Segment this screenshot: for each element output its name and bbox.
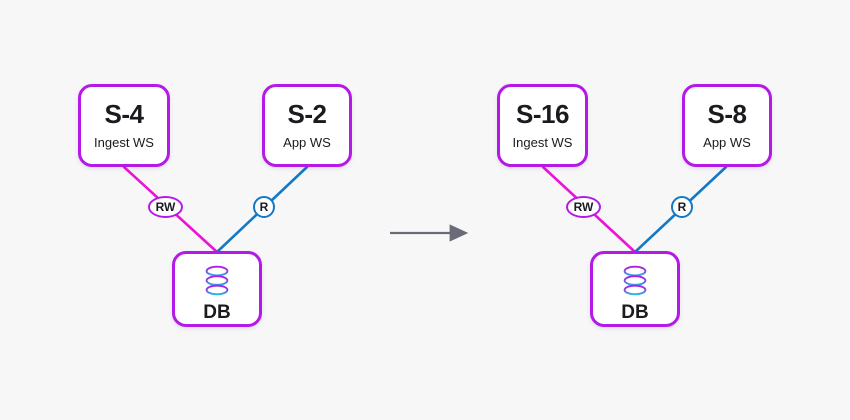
- node-before-db[interactable]: DB: [172, 251, 262, 327]
- node-subtitle: App WS: [283, 135, 331, 151]
- node-title: S-16: [516, 98, 569, 129]
- node-title: S-4: [104, 98, 144, 129]
- node-after-db[interactable]: DB: [590, 251, 680, 327]
- node-subtitle: Ingest WS: [512, 135, 573, 151]
- edge-badge-label: R: [677, 200, 687, 214]
- node-subtitle: App WS: [703, 135, 751, 151]
- edge-badge-label: RW: [155, 200, 176, 214]
- node-label-db: DB: [621, 302, 649, 323]
- database-icon: [623, 265, 647, 296]
- database-icon: [205, 265, 229, 296]
- edge-badge-label: R: [259, 200, 269, 214]
- node-title: S-8: [707, 98, 747, 129]
- edge-badge-before-r[interactable]: R: [253, 196, 275, 218]
- node-label-db: DB: [203, 302, 231, 323]
- edge-badge-label: RW: [573, 200, 594, 214]
- edge-badge-before-rw[interactable]: RW: [148, 196, 183, 218]
- edge-badge-after-r[interactable]: R: [671, 196, 693, 218]
- edge-badge-after-rw[interactable]: RW: [566, 196, 601, 218]
- node-title: S-2: [287, 98, 327, 129]
- node-subtitle: Ingest WS: [94, 135, 154, 151]
